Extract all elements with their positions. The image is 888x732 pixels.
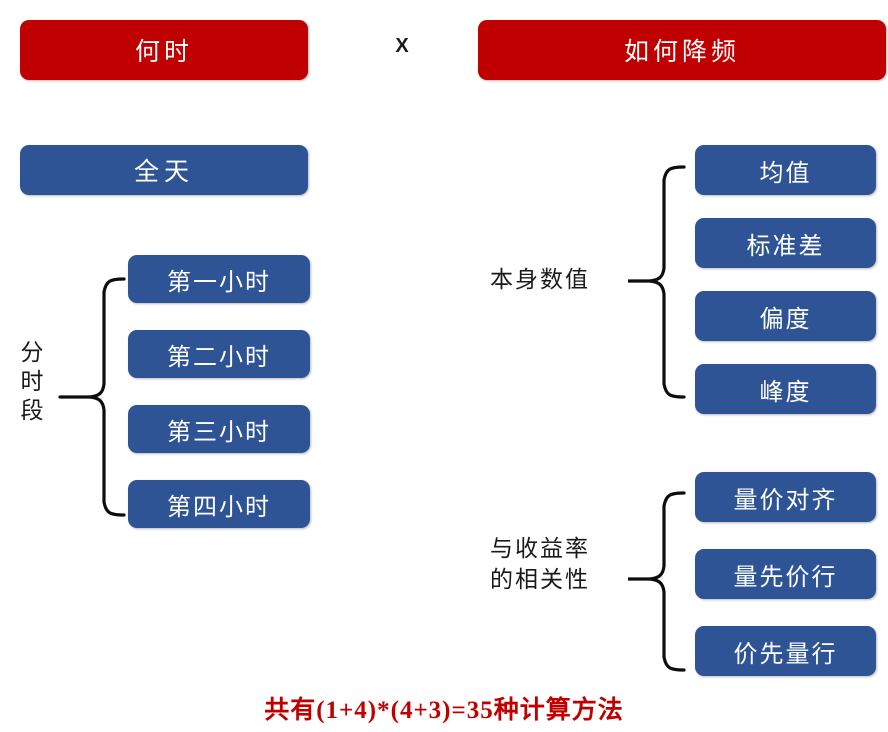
node-hour-2[interactable]: 第二小时: [128, 330, 310, 378]
brace-time-segments: [58, 272, 128, 522]
node-std-dev[interactable]: 标准差: [695, 218, 876, 268]
header-box-how-to-downsample-label: 如何降频: [623, 39, 740, 66]
brace-raw-values: [628, 160, 688, 405]
group-label-time-segments: 分时段: [17, 340, 42, 427]
node-hour-3[interactable]: 第三小时: [128, 405, 310, 453]
node-price-leads-volume-label: 价先量行: [733, 641, 838, 668]
node-mean-label: 均值: [759, 160, 812, 187]
node-hour-2-label: 第二小时: [167, 344, 271, 371]
node-volume-price-aligned-label: 量价对齐: [733, 487, 838, 514]
brace-return-correlation: [628, 487, 688, 677]
header-box-how-to-downsample[interactable]: 如何降频: [478, 20, 886, 80]
node-hour-4-label: 第四小时: [167, 494, 271, 521]
node-price-leads-volume[interactable]: 价先量行: [695, 626, 876, 676]
header-box-when[interactable]: 何时: [20, 20, 308, 80]
node-skewness-label: 偏度: [759, 306, 812, 333]
node-hour-3-label: 第三小时: [167, 419, 271, 446]
group-label-return-correlation: 与收益率 的相关性: [490, 536, 590, 592]
node-kurtosis-label: 峰度: [759, 379, 812, 406]
node-hour-4[interactable]: 第四小时: [128, 480, 310, 528]
header-box-when-label: 何时: [134, 39, 193, 66]
node-hour-1[interactable]: 第一小时: [128, 255, 310, 303]
cross-product-operator: X: [395, 35, 409, 57]
node-std-dev-label: 标准差: [746, 233, 825, 260]
node-skewness[interactable]: 偏度: [695, 291, 876, 341]
node-volume-leads-price[interactable]: 量先价行: [695, 549, 876, 599]
node-all-day[interactable]: 全天: [20, 145, 308, 195]
node-mean[interactable]: 均值: [695, 145, 876, 195]
node-kurtosis[interactable]: 峰度: [695, 364, 876, 414]
node-hour-1-label: 第一小时: [167, 269, 271, 296]
node-volume-leads-price-label: 量先价行: [733, 564, 838, 591]
node-all-day-label: 全天: [133, 159, 194, 186]
summary-caption: 共有(1+4)*(4+3)=35种计算方法: [264, 697, 624, 724]
group-label-raw-values: 本身数值: [490, 267, 590, 292]
node-volume-price-aligned[interactable]: 量价对齐: [695, 472, 876, 522]
